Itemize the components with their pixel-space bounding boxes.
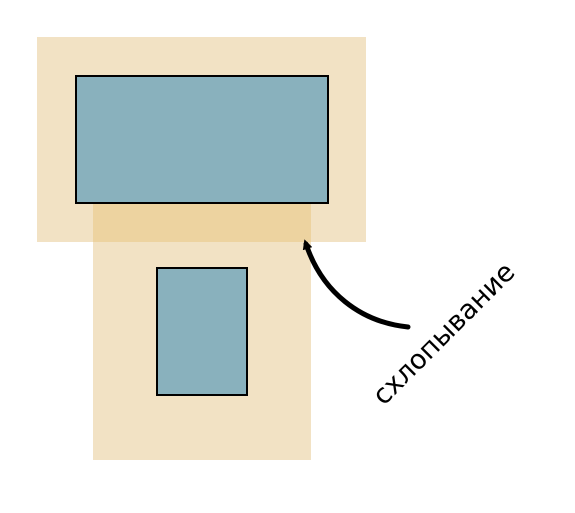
top-content-box — [75, 75, 329, 204]
bottom-content-box — [156, 267, 248, 396]
collapse-label: схлопывание — [367, 257, 522, 412]
collapse-arrow — [302, 239, 411, 330]
collapsed-margin-overlap — [93, 203, 311, 242]
